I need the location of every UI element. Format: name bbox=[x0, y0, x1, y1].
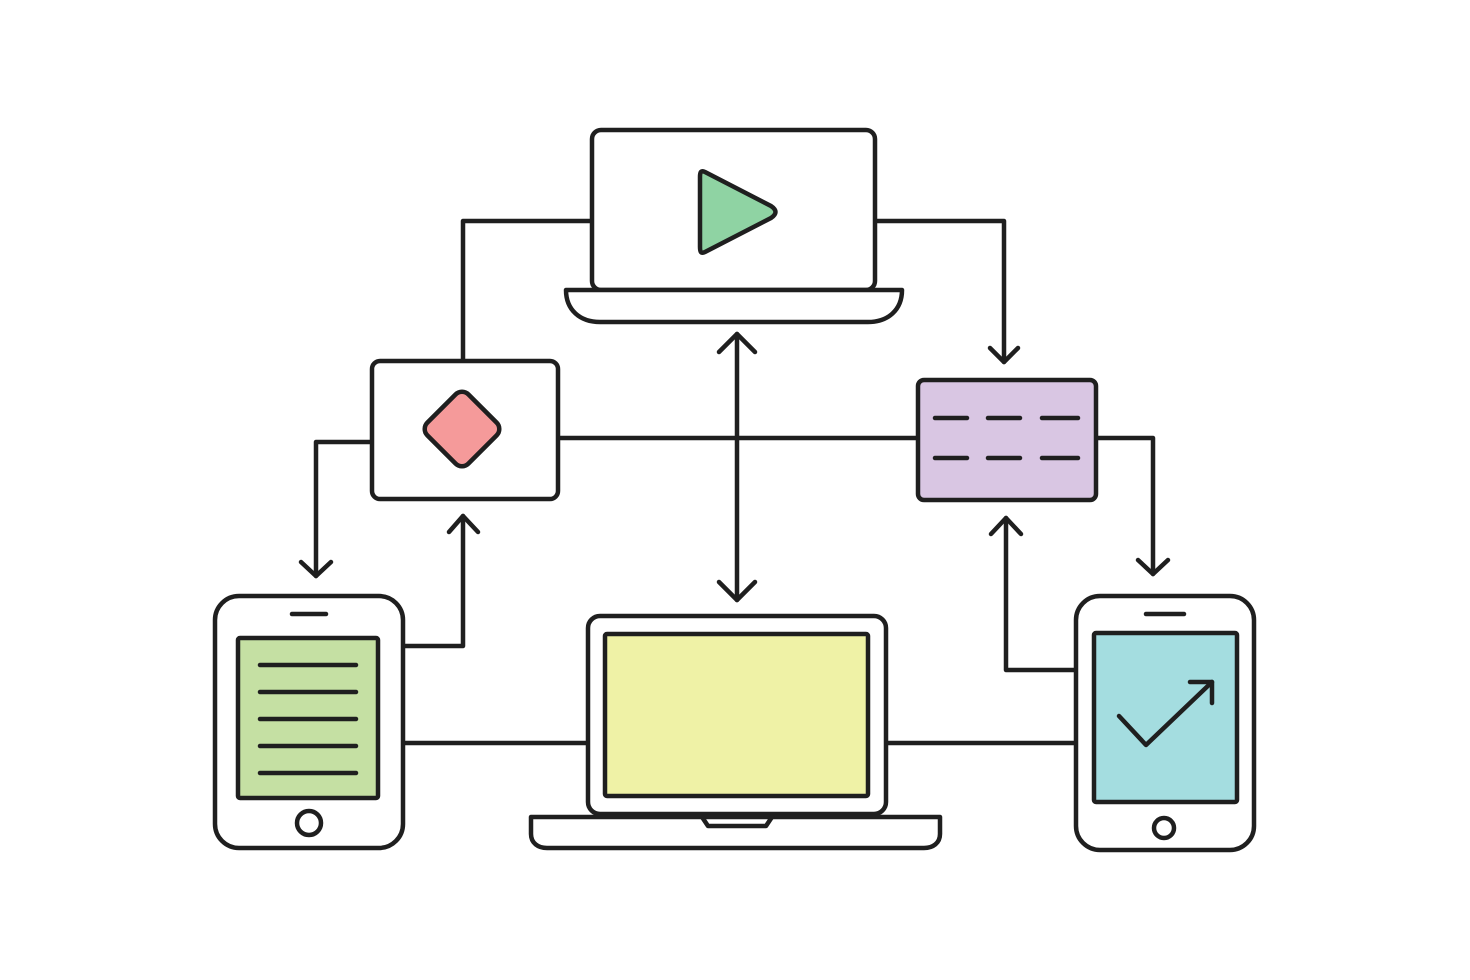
connector-decision-to-document bbox=[313, 439, 375, 579]
decision-card bbox=[369, 358, 561, 502]
play-icon bbox=[697, 169, 778, 255]
diamond-icon bbox=[422, 389, 502, 469]
document-tablet-home-button bbox=[294, 808, 324, 838]
main-laptop-base bbox=[528, 814, 943, 851]
main-laptop-notch bbox=[699, 814, 775, 829]
connector-document-to-decision bbox=[401, 513, 466, 649]
arrowhead-growth-top bbox=[1135, 557, 1171, 577]
arrowhead-list-top bbox=[987, 345, 1021, 365]
arrowhead-document-top bbox=[298, 559, 334, 579]
text-lines-icon bbox=[257, 662, 359, 776]
growth-tablet bbox=[1073, 593, 1257, 853]
main-laptop bbox=[528, 613, 943, 851]
connector-growth-to-list bbox=[1003, 515, 1079, 673]
arrowhead-main-top bbox=[716, 579, 758, 603]
main-laptop-screen bbox=[602, 631, 871, 799]
document-tablet bbox=[212, 593, 406, 851]
arrowhead-decision-bottom bbox=[446, 513, 481, 535]
dashed-lines-icon bbox=[932, 415, 1081, 461]
arrowhead-video-bottom bbox=[716, 331, 758, 355]
growth-tablet-screen bbox=[1091, 630, 1240, 805]
connector-decision-to-video bbox=[460, 218, 593, 363]
connectors bbox=[298, 218, 1171, 746]
connector-list-to-growth bbox=[1093, 435, 1156, 577]
arrowhead-list-bottom bbox=[988, 515, 1024, 537]
list-panel-frame bbox=[915, 377, 1099, 503]
check-arrow-icon bbox=[1116, 679, 1215, 748]
connector-video-to-list bbox=[874, 218, 1007, 365]
list-panel bbox=[915, 377, 1099, 503]
growth-tablet-home-button bbox=[1151, 815, 1177, 841]
video-laptop bbox=[563, 127, 905, 325]
video-laptop-base bbox=[563, 287, 905, 325]
